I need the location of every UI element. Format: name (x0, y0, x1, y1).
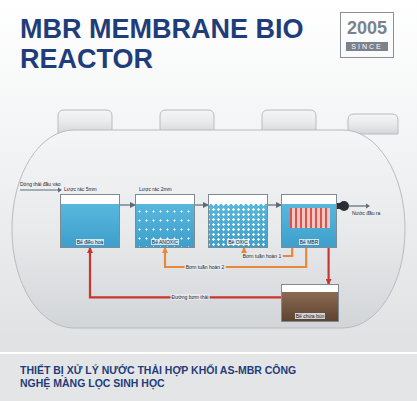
tank-box: Bể OXIC (208, 194, 268, 248)
pipe-connector (195, 204, 208, 205)
edge-label: Bơm tuần hoàn 1 (242, 253, 283, 259)
tank-box: Bể điều hoà (60, 194, 120, 248)
edge-label: Bơm tuần hoàn 2 (185, 264, 226, 270)
tank-box: Bể MBR (281, 194, 337, 248)
tank-label: Bể ANOXIC (151, 239, 179, 245)
tank-box: Bể ANOXIC (135, 194, 195, 248)
tank-label: Bể OXIC (227, 239, 249, 245)
tank-box: Bể chứa bùn (281, 284, 339, 322)
note-label: Lược rác 2mm (139, 186, 172, 192)
tank-label: Bể điều hoà (76, 239, 105, 245)
logo-year: 2005 (341, 16, 393, 40)
caption-band (0, 352, 417, 401)
pipe-connector (328, 248, 330, 284)
logo-since: SINCE (346, 42, 388, 51)
note-label: Dòng thải đầu vào (20, 181, 61, 187)
note-label: Lược rác 5mm (64, 186, 97, 192)
caption: THIẾT BỊ XỬ LÝ NƯỚC THẢI HỢP KHỐI AS-MBR… (20, 364, 310, 390)
logo-box: 2005SINCE (340, 12, 394, 58)
tank-label: Bể MBR (299, 239, 320, 245)
title: MBR MEMBRANE BIO REACTOR (20, 14, 320, 74)
tank-label: Bể chứa bùn (295, 313, 326, 319)
edge-label: Đường bơm thải (171, 294, 210, 300)
pipe-connector (120, 204, 135, 205)
pipe-connector (268, 204, 281, 205)
note-label: Nước đầu ra (352, 210, 380, 216)
